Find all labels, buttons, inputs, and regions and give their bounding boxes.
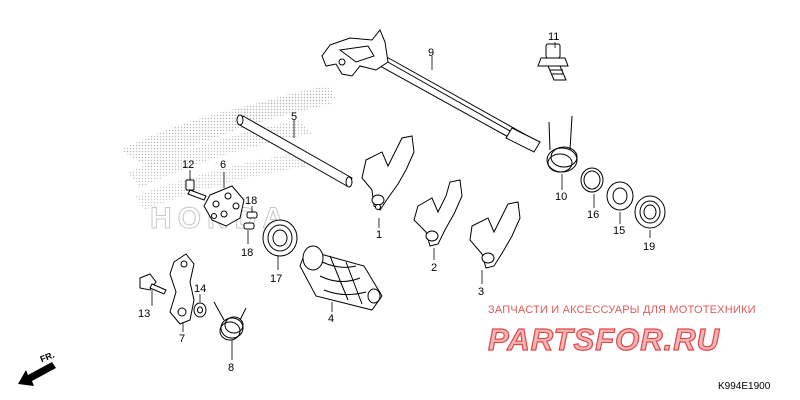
- part-3-shift-fork: [469, 201, 521, 269]
- callout-11: 11: [548, 31, 559, 43]
- callout-14: 14: [194, 283, 206, 295]
- callout-3: 3: [478, 286, 484, 298]
- callout-6: 6: [220, 159, 226, 171]
- part-4-shift-drum: [299, 245, 383, 311]
- part-14-collar: [193, 302, 207, 318]
- front-direction-arrow-icon: [18, 362, 56, 386]
- callout-7: 7: [179, 333, 185, 345]
- part-18-dowel-pins: [243, 211, 258, 230]
- part-10-spring: [546, 115, 578, 173]
- callout-15: 15: [613, 225, 625, 237]
- callout-16: 16: [587, 209, 599, 221]
- part-6-stopper-plate: [203, 185, 245, 227]
- callout-17: 17: [270, 273, 282, 285]
- watermark-logo: PARTSFOR.RU: [487, 321, 721, 357]
- part-15-washer: [606, 181, 634, 211]
- callout-8: 8: [228, 362, 234, 374]
- watermark-caption: ЗАПЧАСТИ И АКСЕССУАРЫ ДЛЯ МОТОТЕХНИКИ: [488, 304, 756, 316]
- callout-numbers: 1 2 3 4 5 6 7 8 9 10 11 12 13 14 15 16 1…: [138, 31, 655, 374]
- part-13-bolt: [139, 273, 167, 295]
- callout-18-top: 18: [245, 195, 257, 207]
- part-12-bolt: [185, 179, 207, 201]
- callout-5: 5: [291, 111, 297, 123]
- callout-19: 19: [643, 241, 655, 253]
- part-17-bearing: [262, 219, 298, 257]
- part-16-circlip: [580, 167, 604, 193]
- part-2-shift-fork: [413, 179, 463, 247]
- part-19-oil-seal: [634, 195, 666, 229]
- callout-leaders: [151, 42, 651, 360]
- part-1-shift-fork: [361, 135, 415, 211]
- part-11-bolt: [537, 43, 569, 81]
- callout-4: 4: [328, 313, 334, 325]
- part-9-shift-spindle: [321, 29, 541, 153]
- diagram-code: K994E1900: [718, 381, 771, 392]
- part-8-spring: [213, 301, 247, 341]
- callout-18-bottom: 18: [241, 247, 253, 259]
- callout-1: 1: [376, 229, 382, 241]
- callout-2: 2: [431, 262, 437, 274]
- callout-9: 9: [428, 47, 434, 59]
- callout-12: 12: [182, 159, 194, 171]
- callout-13: 13: [138, 308, 150, 320]
- part-7-stopper-arm: [169, 253, 195, 325]
- part-5-fork-shaft: [236, 114, 353, 188]
- callout-10: 10: [555, 191, 567, 203]
